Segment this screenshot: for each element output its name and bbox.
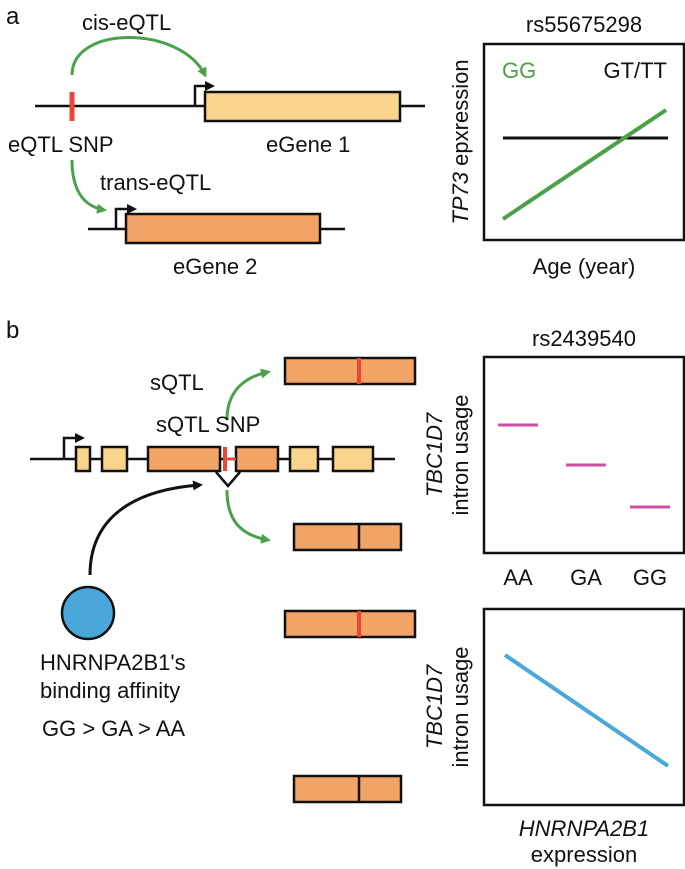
cis-eqtl-label: cis-eQTL [82, 10, 171, 35]
plot-b1-ylabel-rest: intron usage [448, 394, 473, 515]
egene1-label: eGene 1 [266, 132, 350, 157]
transcript-3 [283, 609, 417, 639]
plot-a-ylabel-rest: epxression [448, 59, 473, 172]
plot-b1-frame [482, 355, 685, 555]
snp-label: eQTL SNP [8, 132, 114, 157]
transcript-2 [292, 522, 403, 552]
transcript-1 [283, 356, 417, 386]
plot-b2-frame [482, 607, 685, 807]
tss-arrow-gene1 [193, 81, 215, 106]
exon-4 [234, 445, 280, 473]
protein-line2: binding affinity [40, 678, 180, 703]
trans-eqtl-label: trans-eQTL [100, 170, 211, 195]
plot-a-frame [482, 42, 685, 242]
plot-a-legend-gg: GG [502, 58, 536, 83]
plot-b1-ylabel-gene: TBC1D7 [422, 412, 447, 497]
panel-b-letter: b [6, 317, 19, 344]
protein-line1: HNRNPA2B1's [40, 650, 186, 675]
exon-3 [146, 445, 222, 473]
exon-1 [74, 445, 92, 473]
egene1-box [203, 90, 402, 123]
plot-a-ylabel-gene: TP73 [448, 171, 473, 224]
plot-a-legend-gt: GT/TT [603, 58, 667, 83]
plot-b2-xlabel-rest: expression [531, 842, 637, 867]
cis-arrow [70, 36, 207, 78]
plot-b1-title: rs2439540 [532, 326, 636, 351]
sqtl-arrow-up [225, 368, 271, 421]
panel-a-letter: a [6, 3, 20, 30]
hnrnpa2b1-protein [60, 585, 116, 641]
plot-b2-ylabel-rest: intron usage [448, 646, 473, 767]
plot-a-title: rs55675298 [526, 12, 642, 37]
trans-arrow [70, 159, 107, 214]
tss-arrow-b [62, 433, 85, 459]
transcript-4 [292, 774, 403, 804]
exon-6 [331, 445, 375, 473]
plot-a-xlabel: Age (year) [533, 254, 636, 279]
sqtl-arrow-down [225, 489, 271, 544]
plot-b2-ylabel-gene: TBC1D7 [422, 664, 447, 749]
plot-b1-tick-aa: AA [503, 565, 533, 590]
exon-2 [100, 445, 129, 473]
plot-b1-tick-gg: GG [633, 565, 667, 590]
splice-junction [215, 471, 241, 488]
binding-arrow [88, 480, 203, 576]
tss-arrow-gene2 [114, 204, 137, 229]
sqtl-label: sQTL [150, 370, 204, 395]
egene2-label: eGene 2 [173, 254, 257, 279]
exon-5 [288, 445, 320, 473]
plot-b1-tick-ga: GA [570, 565, 602, 590]
sqtl-snp-label: sQTL SNP [156, 412, 260, 437]
plot-a-gg-line [501, 108, 668, 221]
plot-a-ylabel: TP73 epxression [448, 59, 473, 224]
plot-b2-trend-line [503, 653, 670, 768]
egene2-box [124, 212, 322, 245]
protein-line3: GG > GA > AA [42, 716, 185, 741]
plot-b2-xlabel-gene: HNRNPA2B1 [519, 816, 649, 841]
